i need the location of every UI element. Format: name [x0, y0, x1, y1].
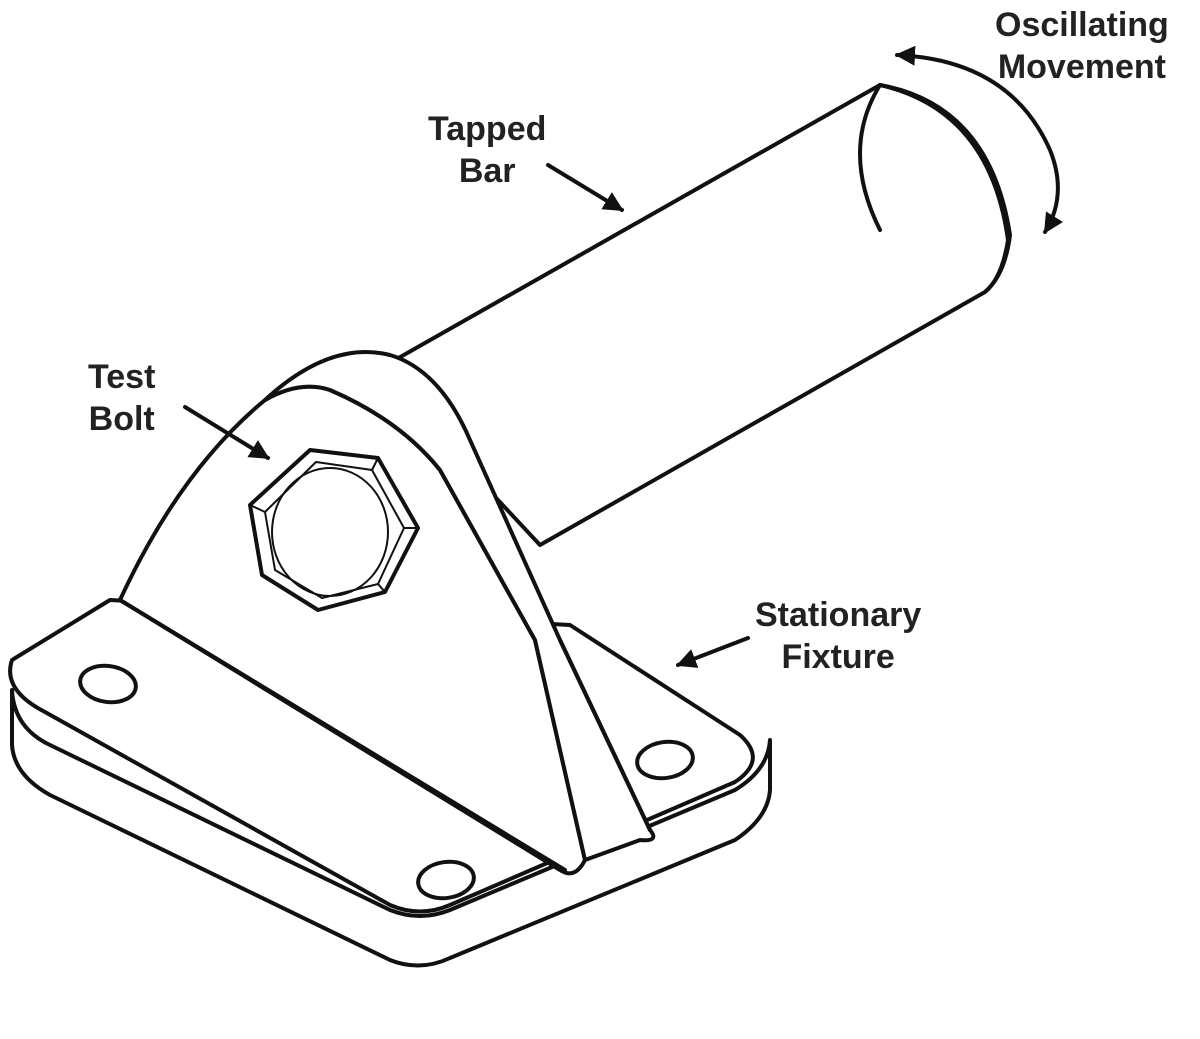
bolt-edge-4	[249, 504, 266, 513]
mounting-hole-left	[78, 663, 138, 705]
base-plate-side	[10, 688, 772, 968]
upright-bracket	[118, 350, 656, 876]
oscillating-arrow	[895, 45, 1063, 234]
tapped-bar-label: Tapped Bar	[428, 108, 546, 192]
bolt-hex-inner	[264, 461, 405, 599]
bracket-rim	[263, 350, 656, 862]
bolt-chamfer	[271, 467, 389, 597]
test-bolt-arrow	[183, 405, 270, 460]
stationary-label-line2: Fixture	[781, 638, 895, 676]
test-bolt-label-line2: Bolt	[88, 400, 155, 438]
oscillating-movement-label: Oscillating Movement	[995, 4, 1169, 88]
bolt-edge-3	[377, 583, 386, 593]
test-bolt-hex	[248, 448, 420, 612]
stationary-fixture-label: Stationary Fixture	[755, 594, 921, 678]
stationary-fixture-arrow	[676, 636, 750, 668]
tapped-bar-label-line2: Bar	[458, 152, 516, 190]
leader-arrows	[183, 45, 1063, 668]
oscillating-label-line2: Movement	[997, 48, 1166, 86]
mounting-hole-front	[416, 859, 476, 901]
tapped-bar-arrow	[546, 163, 624, 212]
test-bolt-label: Test Bolt	[88, 356, 155, 440]
tapped-bar-label-line1: Tapped	[428, 110, 547, 148]
mounting-hole-right	[635, 739, 695, 781]
bracket-foot-line	[558, 638, 652, 832]
test-bolt-label-line1: Test	[88, 358, 156, 396]
oscillating-label-line1: Oscillating	[995, 6, 1169, 44]
cylinder-end-left-edge	[858, 83, 882, 232]
bolt-edge-1	[371, 457, 379, 471]
bracket-base-edge	[118, 598, 567, 872]
stationary-label-line1: Stationary	[755, 596, 922, 634]
